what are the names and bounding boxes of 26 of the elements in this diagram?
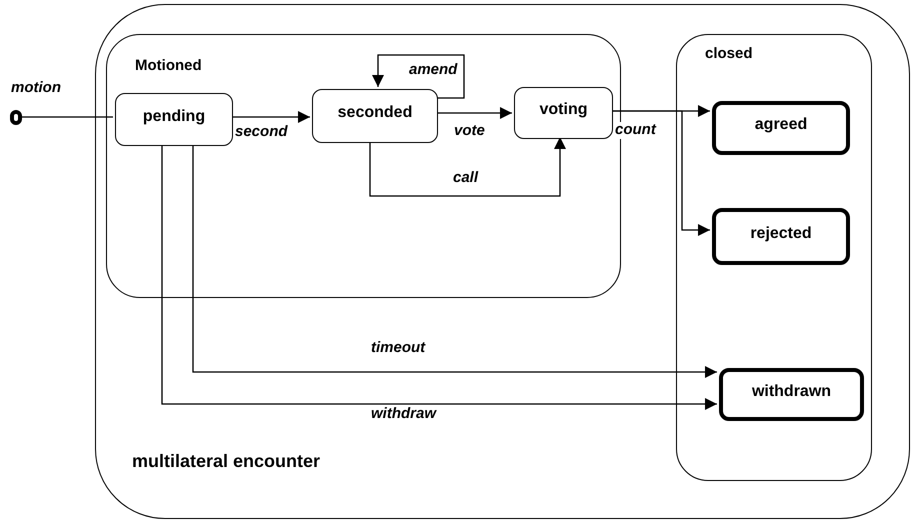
final-state-box <box>712 208 850 265</box>
state-name: multilateral encounter <box>132 451 320 472</box>
edge-label: count <box>614 122 657 138</box>
composite-state-box <box>676 34 872 481</box>
arrow <box>611 110 710 236</box>
final-state-box <box>719 368 864 421</box>
arrow <box>192 144 717 378</box>
state-box <box>514 87 613 139</box>
state-name: withdrawn <box>750 382 832 402</box>
state-name: rejected <box>749 224 813 244</box>
region-box <box>95 4 910 519</box>
state-name: voting <box>538 100 588 120</box>
state-name: Motioned <box>135 57 202 74</box>
state-name: seconded <box>336 103 414 123</box>
state-box <box>115 93 233 146</box>
state-name: pending <box>142 106 206 126</box>
arrow <box>231 111 310 123</box>
state-name: closed <box>705 45 753 62</box>
arrow <box>369 137 566 197</box>
arrow <box>436 107 512 119</box>
arrow <box>372 54 465 99</box>
state-box <box>312 89 438 143</box>
state-name: agreed <box>754 115 808 135</box>
arrow <box>161 144 717 410</box>
final-state-box <box>712 101 850 155</box>
connector-line <box>22 116 113 118</box>
